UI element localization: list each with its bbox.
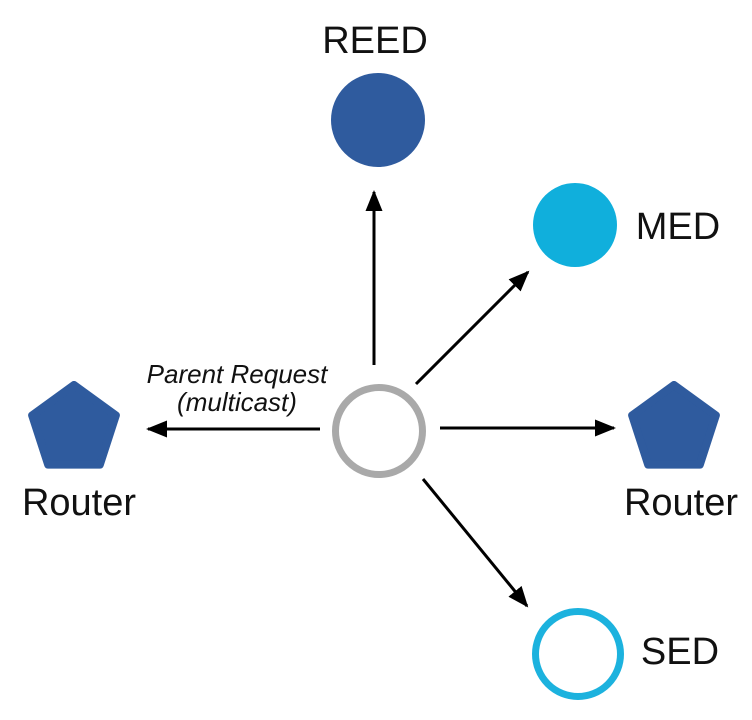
sed-node <box>532 608 624 700</box>
med-node <box>533 183 617 267</box>
pentagon-shape <box>628 381 720 469</box>
router-right-label: Router <box>623 482 739 524</box>
med-label: MED <box>635 206 721 248</box>
center-joiner-node <box>332 384 426 478</box>
arrow-center-to-sed <box>421 478 529 608</box>
reed-node <box>331 73 425 167</box>
annotation-line-1: Parent Request <box>146 359 328 389</box>
pentagon-shape <box>28 381 120 469</box>
sed-label: SED <box>640 631 720 673</box>
router-left-node <box>28 381 120 469</box>
parent-request-annotation: Parent Request (multicast) <box>147 360 328 416</box>
annotation-line-2: (multicast) <box>177 387 297 417</box>
router-left-label: Router <box>21 482 137 524</box>
router-right-node <box>628 381 720 469</box>
reed-label: REED <box>322 20 428 62</box>
arrow-center-to-med <box>414 270 530 386</box>
